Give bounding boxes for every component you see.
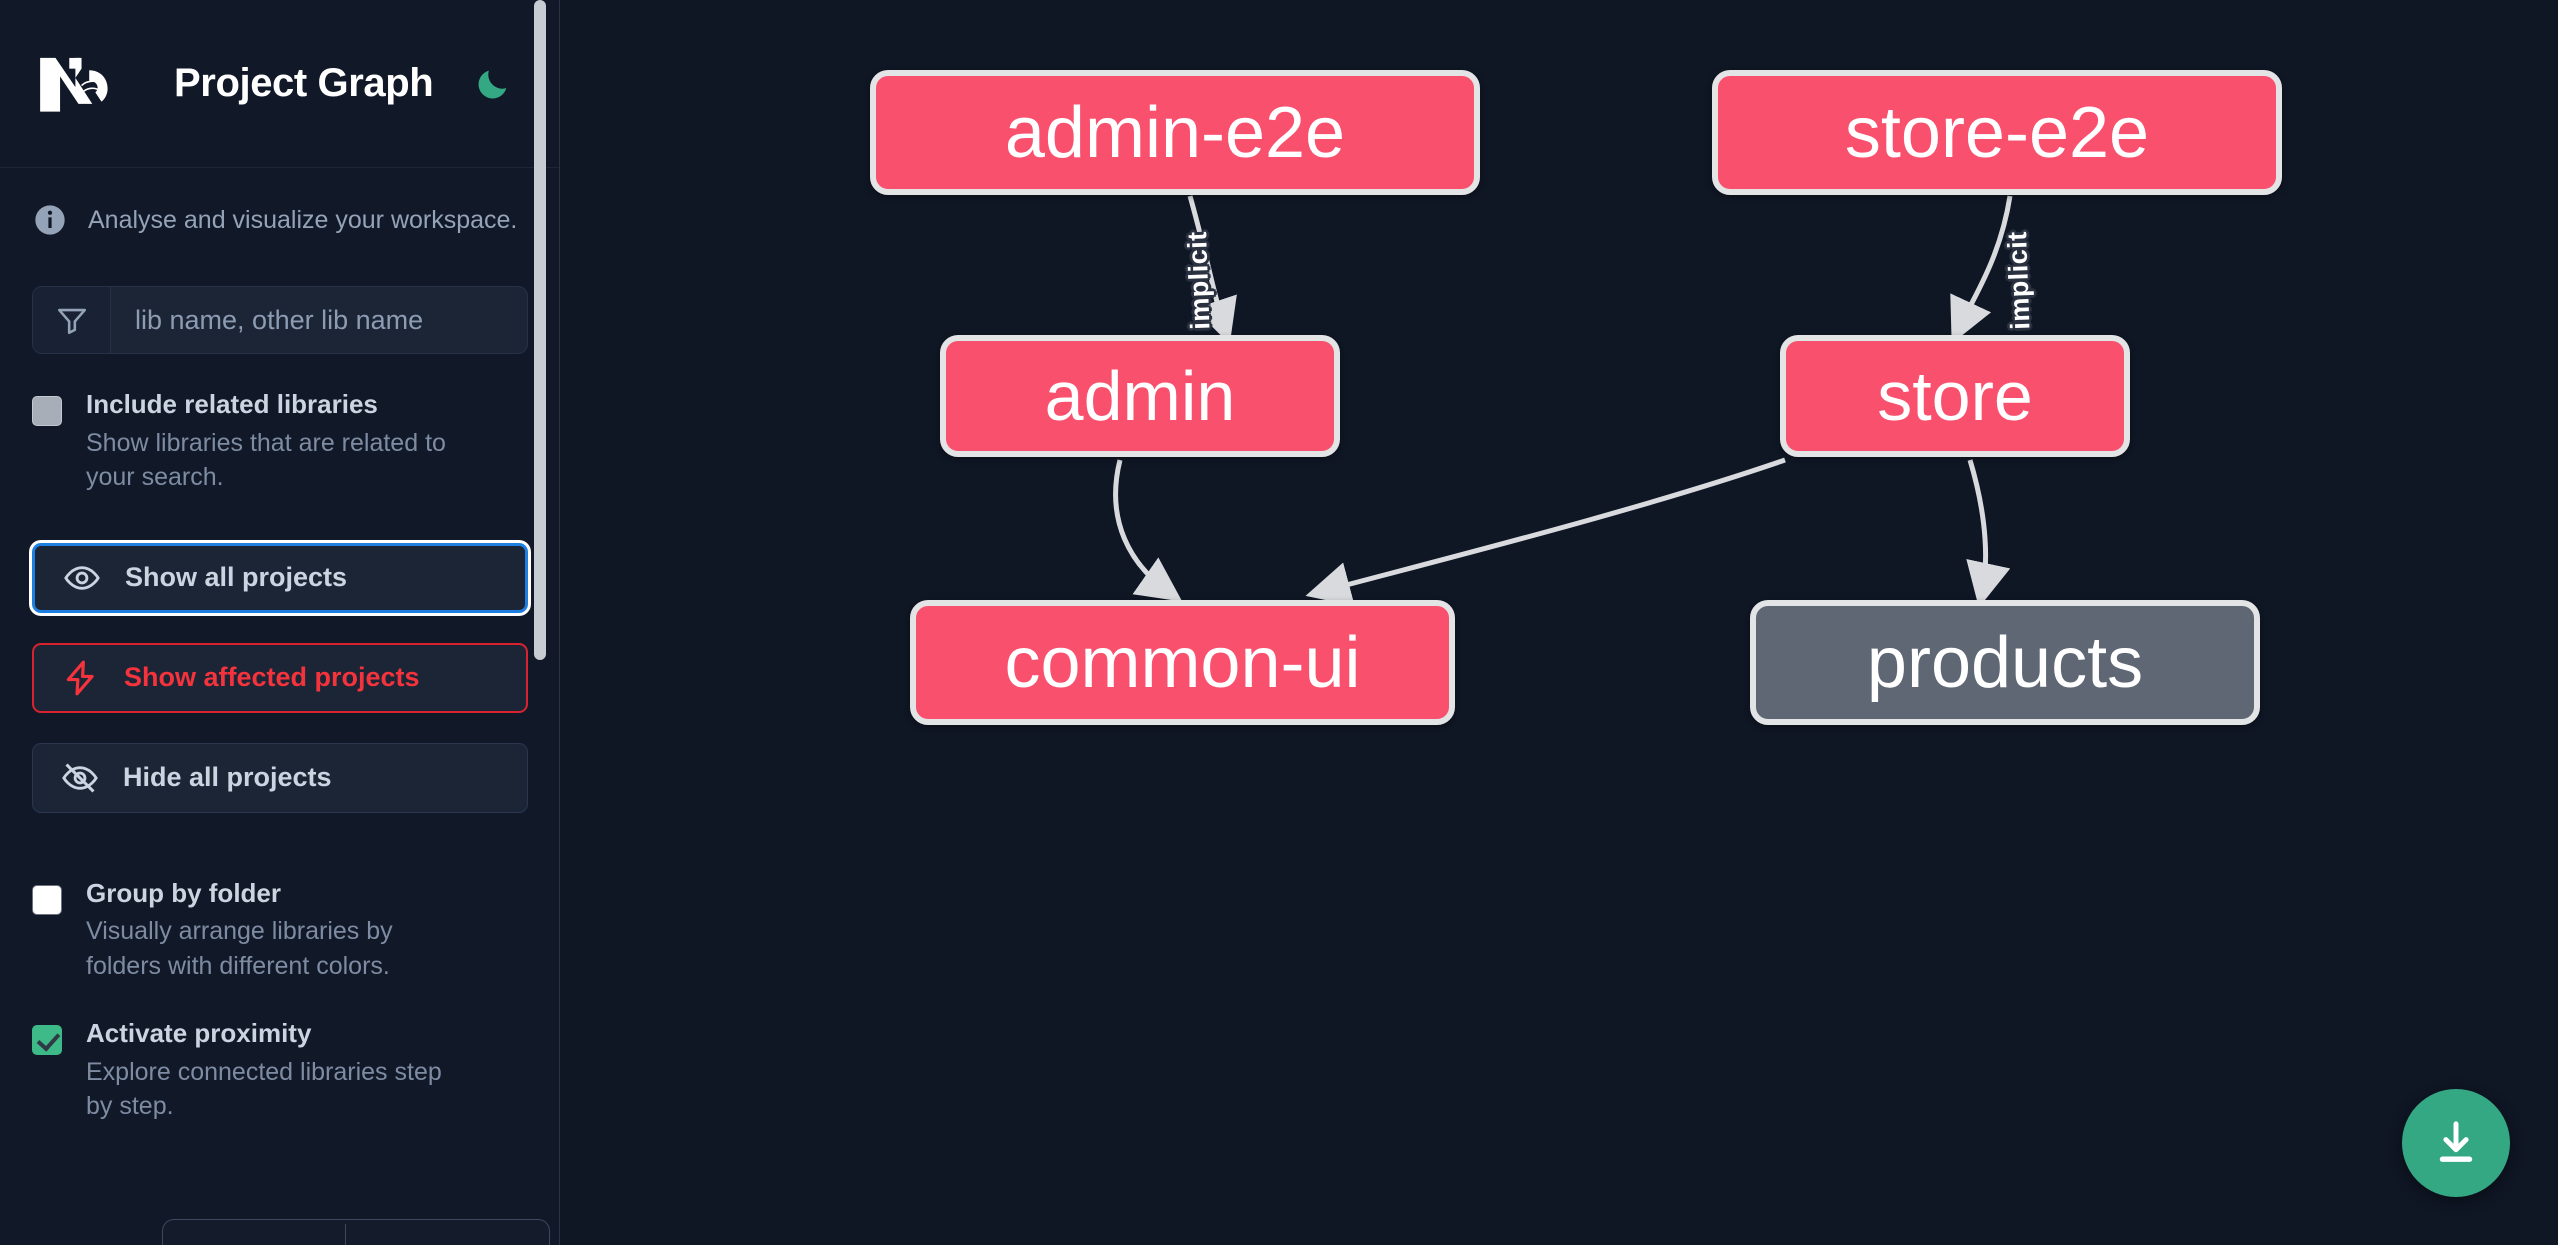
sidebar: Project Graph Analyse and visualize your… (0, 0, 560, 1245)
graph-node-common-ui[interactable]: common-ui (910, 600, 1455, 725)
search-box[interactable] (32, 286, 528, 354)
hide-all-projects-button[interactable]: Hide all projects (32, 742, 528, 813)
option-description: Visually arrange libraries by folders wi… (86, 917, 393, 980)
graph-node-admin-e2e[interactable]: admin-e2e (870, 70, 1480, 195)
tagline-text: Analyse and visualize your workspace. (88, 205, 518, 234)
graph-node-admin[interactable]: admin (940, 335, 1340, 457)
node-label: admin (1044, 357, 1236, 435)
graph-canvas[interactable]: admin-e2e store-e2e admin store common-u… (560, 0, 2558, 1245)
option-description: Explore connected libraries step by step… (86, 1057, 442, 1121)
sidebar-scrollbar[interactable] (534, 0, 546, 1245)
search-input[interactable] (111, 287, 527, 353)
tagline-row: Analyse and visualize your workspace. (0, 168, 560, 236)
nx-logo-icon (34, 53, 126, 115)
option-label: Include related libraries (86, 389, 378, 419)
lightning-bolt-icon (66, 660, 94, 696)
node-label: store-e2e (1844, 92, 2150, 173)
option-activate-proximity[interactable]: Activate proximity Explore connected lib… (0, 983, 560, 1124)
node-label: store (1877, 357, 2033, 435)
show-affected-projects-button[interactable]: Show affected projects (32, 642, 528, 713)
edge-label-implicit-store: implicit (2002, 230, 2036, 331)
info-icon (34, 204, 66, 236)
download-image-button[interactable] (2402, 1089, 2510, 1197)
eye-icon (64, 565, 100, 590)
option-label: Activate proximity (86, 1018, 312, 1049)
visibility-button-group: Show all projects Show affected projects… (32, 542, 528, 813)
graph-node-store[interactable]: store (1780, 335, 2130, 457)
button-label: Hide all projects (123, 762, 332, 793)
filter-funnel-icon (33, 287, 111, 353)
page-title: Project Graph (174, 61, 434, 105)
show-all-projects-button[interactable]: Show all projects (32, 542, 528, 613)
node-label: common-ui (1004, 622, 1361, 703)
button-label: Show all projects (125, 562, 348, 593)
include-related-libraries-checkbox[interactable] (32, 396, 62, 426)
button-label: Show affected projects (124, 662, 420, 693)
moon-icon[interactable] (471, 62, 515, 106)
option-include-related-libraries[interactable]: Include related libraries Show libraries… (0, 354, 560, 495)
download-icon (2439, 1121, 2473, 1162)
eye-off-icon (62, 763, 98, 793)
group-by-folder-checkbox[interactable] (32, 884, 62, 915)
sidebar-header: Project Graph (0, 0, 560, 168)
sidebar-border (559, 0, 560, 1245)
node-label: products (1866, 622, 2144, 703)
edge-label-implicit-admin: implicit (1182, 230, 1216, 331)
option-group-by-folder[interactable]: Group by folder Visually arrange librari… (0, 843, 560, 984)
activate-proximity-checkbox[interactable] (32, 1025, 62, 1056)
graph-node-products[interactable]: products (1750, 600, 2260, 725)
bottom-collapsed-panel[interactable] (162, 1219, 550, 1245)
option-label: Group by folder (86, 877, 281, 908)
scrollbar-thumb[interactable] (534, 0, 546, 660)
graph-node-store-e2e[interactable]: store-e2e (1712, 70, 2282, 195)
option-description: Show libraries that are related to your … (86, 428, 446, 492)
panel-divider (345, 1224, 346, 1245)
node-label: admin-e2e (1004, 92, 1346, 173)
